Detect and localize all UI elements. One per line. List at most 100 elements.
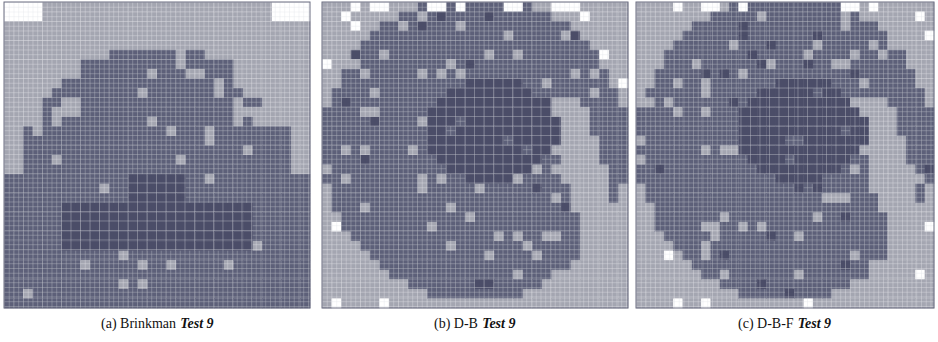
mesh-block (262, 241, 272, 251)
mesh-block (332, 193, 342, 203)
mesh-block (561, 2, 571, 12)
mesh-block (523, 232, 533, 242)
mesh-block (465, 184, 475, 194)
mesh-block (14, 31, 24, 41)
mesh-block (437, 270, 447, 280)
mesh-block (81, 193, 91, 203)
mesh-block (138, 232, 148, 242)
mesh-block (100, 212, 110, 222)
mesh-block (446, 88, 456, 98)
mesh-block (119, 203, 129, 213)
mesh-block (609, 2, 619, 12)
mesh-block (205, 126, 215, 136)
mesh-block (138, 251, 148, 261)
mesh-block (389, 270, 399, 280)
mesh-block (590, 12, 600, 22)
mesh-block (456, 251, 466, 261)
mesh-block (341, 193, 351, 203)
mesh-block (128, 117, 138, 127)
mesh-block (571, 136, 581, 146)
mesh-block (109, 88, 119, 98)
mesh-block (465, 79, 475, 89)
mesh-block (379, 203, 389, 213)
mesh-block (475, 174, 485, 184)
mesh-block (389, 241, 399, 251)
mesh-block (119, 31, 129, 41)
mesh-block (14, 136, 24, 146)
mesh-block (234, 241, 244, 251)
mesh-block (195, 40, 205, 50)
mesh-block (475, 98, 485, 108)
mesh-block (504, 2, 514, 12)
mesh-block (341, 117, 351, 127)
mesh-block (580, 59, 590, 69)
mesh-block (224, 88, 234, 98)
mesh-block (224, 251, 234, 261)
mesh-block (300, 40, 310, 50)
mesh-block (379, 289, 389, 299)
mesh-block (253, 222, 263, 232)
mesh-block (243, 251, 253, 261)
mesh-block (23, 174, 33, 184)
mesh-block (14, 270, 24, 280)
mesh-block (234, 117, 244, 127)
mesh-block (446, 165, 456, 175)
mesh-block (370, 289, 380, 299)
mesh-block (300, 2, 310, 12)
mesh-block (234, 59, 244, 69)
mesh-block (465, 12, 475, 22)
mesh-block (475, 155, 485, 165)
mesh-block (418, 241, 428, 251)
mesh-block (167, 279, 177, 289)
mesh-block (167, 232, 177, 242)
mesh-block (300, 155, 310, 165)
mesh-block (14, 50, 24, 60)
mesh-block (253, 145, 263, 155)
mesh-block (81, 88, 91, 98)
mesh-block (427, 193, 437, 203)
mesh-block (523, 50, 533, 60)
mesh-block (234, 222, 244, 232)
mesh-block (157, 241, 167, 251)
mesh-block (504, 31, 514, 41)
mesh-block (456, 155, 466, 165)
mesh-block (456, 193, 466, 203)
mesh-block (351, 270, 361, 280)
mesh-block (176, 289, 186, 299)
mesh-block (475, 107, 485, 117)
mesh-block (590, 289, 600, 299)
mesh-block (176, 12, 186, 22)
mesh-block (485, 260, 495, 270)
mesh-block (523, 260, 533, 270)
mesh-block (4, 88, 14, 98)
mesh-block (552, 145, 562, 155)
mesh-block (243, 155, 253, 165)
mesh-block (590, 59, 600, 69)
mesh-block (167, 79, 177, 89)
mesh-block (33, 31, 43, 41)
mesh-block (167, 50, 177, 60)
mesh-block (109, 107, 119, 117)
mesh-block (580, 117, 590, 127)
mesh-block (561, 155, 571, 165)
mesh-block (399, 251, 409, 261)
mesh-block (186, 31, 196, 41)
mesh-block (389, 50, 399, 60)
mesh-block (399, 145, 409, 155)
mesh-block (561, 241, 571, 251)
mesh-block (599, 298, 609, 308)
mesh-block (119, 174, 129, 184)
mesh-block (253, 21, 263, 31)
mesh-block (109, 31, 119, 41)
mesh-block (14, 184, 24, 194)
mesh-block (399, 174, 409, 184)
mesh-block (561, 184, 571, 194)
mesh-block (571, 165, 581, 175)
mesh-block (119, 232, 129, 242)
mesh-block (100, 298, 110, 308)
mesh-block (281, 12, 291, 22)
mesh-block (446, 107, 456, 117)
mesh-block (71, 184, 81, 194)
mesh-block (243, 21, 253, 31)
mesh-block (561, 212, 571, 222)
